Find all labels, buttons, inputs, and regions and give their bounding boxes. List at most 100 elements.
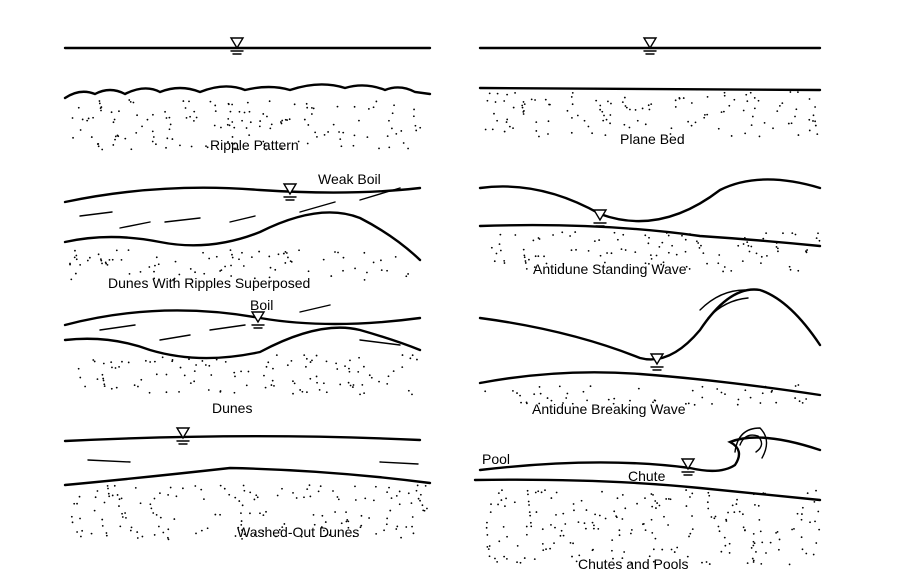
sediment-dot [92,359,95,361]
sediment-dot [801,506,804,509]
panel-label: Dunes [212,400,252,416]
sediment-dot [654,537,657,540]
sediment-dot [493,260,496,263]
sediment-dot [161,356,164,359]
sediment-dot [81,118,84,121]
water-surface [63,435,422,443]
sediment-dot [523,557,526,559]
sediment-dot [363,251,366,254]
sediment-dot [630,562,633,565]
sediment-dot [128,272,131,275]
sediment-dot [775,531,777,534]
sediment-dot [86,119,89,122]
sediment-dot [687,402,690,405]
sediment-dot [270,123,273,126]
sediment-dot [529,521,532,524]
sediment-dot [237,148,239,151]
sediment-dot [128,99,131,101]
sediment-dot [118,498,121,501]
sediment-dot [713,517,716,520]
sediment-dot [670,548,673,551]
sediment-dot [769,541,772,544]
sediment-dot [103,501,106,504]
sediment-dot [685,265,688,268]
sediment-dot [753,542,756,545]
sediment-dot [755,252,758,255]
sediment-dot [708,494,711,497]
sediment-dot [781,102,784,105]
sediment-dot [720,391,723,394]
sediment-dot [344,365,346,368]
sediment-dot [655,254,658,257]
sediment-dot [159,516,162,519]
sediment-dot [493,112,495,115]
sediment-dot [269,266,272,269]
sediment-dot [249,512,251,515]
sediment-dot [534,99,536,101]
sediment-dot [282,252,285,255]
sediment-dot [189,268,192,270]
sediment-dot [227,117,230,120]
sediment-dot [766,254,768,257]
sediment-dot [587,125,590,128]
sediment-dot [750,547,753,549]
sediment-dot [181,487,184,490]
sediment-dot [707,491,710,494]
sediment-dot [419,499,421,502]
sediment-dot [208,257,211,260]
sediment-dot [167,528,170,531]
sediment-dot [718,530,721,533]
sediment-dot [93,509,96,512]
sediment-dot [612,402,615,405]
sediment-dot [214,513,217,516]
sediment-dot [706,95,709,98]
sediment-dot [345,511,347,514]
sediment-dot [407,273,409,275]
sediment-dot [402,142,405,144]
sediment-dot [571,103,574,106]
sediment-dot [153,277,156,280]
sediment-dot [649,254,652,257]
sediment-dot [809,521,811,524]
sediment-dot [760,262,762,265]
sediment-dot [375,532,378,535]
sediment-dot [789,268,792,271]
sediment-dot [618,534,621,537]
sediment-dot [491,128,494,131]
sediment-dot [660,263,663,266]
sediment-dot [267,361,270,364]
sediment-dot [76,531,79,533]
sediment-dot [578,554,581,557]
sediment-dot [172,279,174,281]
sediment-dot [396,525,399,528]
sediment-dot [647,242,650,245]
sediment-dot [155,373,158,376]
sediment-dot [522,113,525,115]
sediment-dot [522,101,525,103]
sediment-dot [667,524,669,526]
sediment-dot [219,513,221,516]
sediment-dot [366,271,368,274]
sediment-dot [149,361,152,363]
sediment-dot [339,383,342,386]
sediment-dot [528,504,530,506]
sediment-dot [342,131,345,134]
sediment-dot [395,528,398,530]
sediment-dot [816,133,819,136]
sediment-dot [598,239,601,241]
sediment-dot [415,489,418,492]
sediment-dot [791,528,793,531]
sediment-dot [534,255,537,258]
sediment-dot [388,486,390,489]
sediment-dot [687,120,690,123]
sediment-dot [691,389,694,392]
sediment-dot [125,517,127,519]
sediment-dot [725,518,728,521]
sediment-dot [182,100,185,102]
sediment-dot [90,532,93,535]
sediment-dot [674,106,677,108]
sediment-dot [624,507,627,510]
sediment-dot [130,526,133,529]
sediment-dot [96,490,99,492]
sediment-dot [503,130,506,133]
